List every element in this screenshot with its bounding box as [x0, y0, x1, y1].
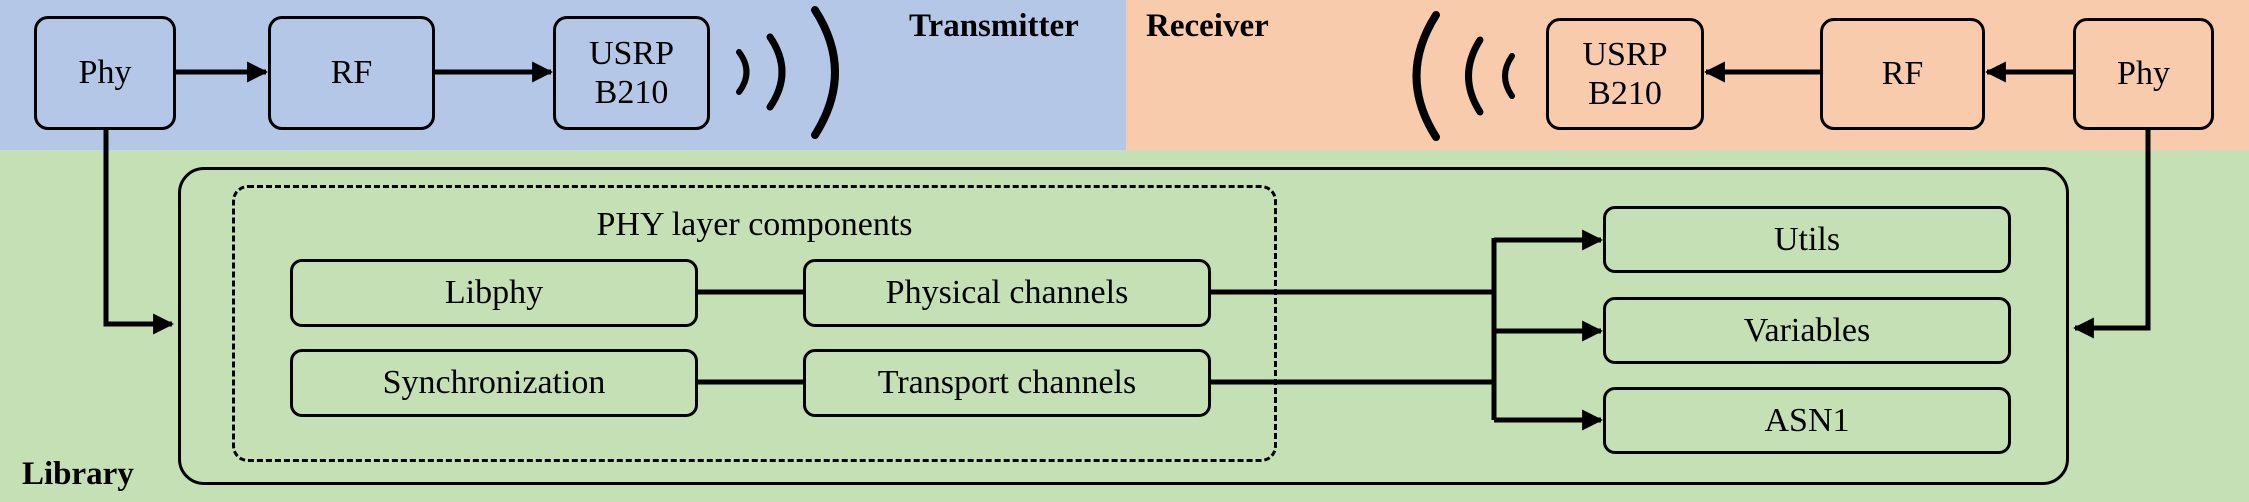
- asn1-block: ASN1: [1603, 387, 2011, 454]
- tx-rf-block: RF: [268, 16, 435, 130]
- tx-phy-block: Phy: [34, 16, 176, 130]
- receiver-region: Receiver USRP B210 RF Phy: [1126, 0, 2249, 150]
- rx-phy-block: Phy: [2073, 18, 2214, 130]
- phy-layer-group: PHY layer components: [232, 185, 1277, 462]
- rx-usrp-block: USRP B210: [1546, 18, 1704, 130]
- receiver-title: Receiver: [1146, 8, 1269, 44]
- tx-antenna-waves-icon: [736, 6, 839, 139]
- physical-channels-block: Physical channels: [803, 259, 1211, 327]
- transmitter-region: Phy RF USRP B210 Transmitter: [0, 0, 1126, 150]
- phy-layer-title: PHY layer components: [596, 206, 913, 243]
- rx-phy-to-library-arrow: [2072, 130, 2151, 339]
- libphy-block: Libphy: [290, 259, 698, 327]
- synchronization-block: Synchronization: [290, 349, 698, 417]
- transport-channels-block: Transport channels: [803, 349, 1211, 417]
- variables-block: Variables: [1603, 297, 2011, 364]
- library-title: Library: [22, 456, 134, 492]
- tx-phy-to-library-arrow: [103, 130, 175, 335]
- rx-rf-block: RF: [1820, 18, 1985, 130]
- library-container: [178, 167, 2069, 485]
- tx-usrp-block: USRP B210: [553, 16, 710, 130]
- rx-antenna-waves-icon: [1412, 11, 1515, 141]
- transmitter-title: Transmitter: [909, 8, 1079, 44]
- utils-block: Utils: [1603, 206, 2011, 273]
